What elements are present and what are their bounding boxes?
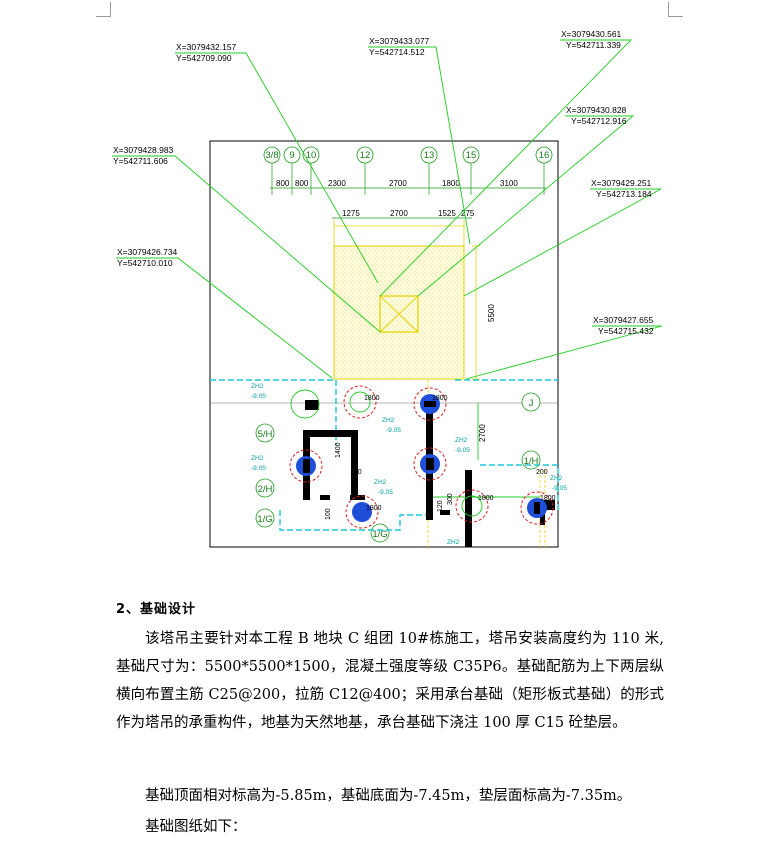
page-corner-mark-top-right [668, 2, 683, 17]
coordinate-y: Y=542709.090 [176, 53, 232, 63]
axis-label: 15 [466, 150, 477, 161]
pile: 1800 [345, 495, 382, 529]
dimension-vertical-2700: 2700 [478, 424, 487, 442]
pile-label: 1800 [478, 495, 494, 502]
pile-label: 1800 [432, 395, 448, 402]
paragraph-foundation-levels: 基础顶面相对标高为-5.85m，基础底面为-7.45m，垫层面标高为-7.35m… [145, 788, 632, 804]
dimension-text: 800 [295, 179, 309, 188]
coordinate-x: X=3079430.828 [566, 105, 627, 115]
coordinate-labels: X=3079432.157 Y=542709.090 X=3079433.077… [113, 29, 654, 336]
dimensions: 800 800 2300 2700 1800 3100 1275 2700 15… [276, 179, 518, 442]
coordinate-x: X=3079429.251 [591, 178, 652, 188]
dimension-text: 1275 [342, 209, 360, 218]
dimension-vertical: 5500 [487, 304, 496, 322]
dimension-text: 800 [276, 179, 290, 188]
tower-crane-base [379, 295, 419, 333]
pile [413, 387, 447, 421]
wall-label: 100 [350, 469, 362, 476]
axis-bubbles [255, 146, 553, 543]
zh-level: -9.05 [378, 489, 393, 496]
zh-label: ZH2 [455, 437, 468, 444]
coordinate-x: X=3079430.561 [561, 29, 622, 39]
zh-label: ZH2 [447, 539, 460, 546]
axis-label: 12 [360, 150, 371, 161]
zh-label: ZH2 [382, 417, 395, 424]
coordinate-leaders [112, 39, 663, 498]
pile [290, 389, 320, 419]
foundation-slab [333, 245, 465, 380]
dimension-text: 1525 [438, 209, 456, 218]
pile [289, 449, 323, 483]
wall-label: 120 [437, 500, 444, 512]
dimension-text: 2300 [328, 179, 346, 188]
axis-label: 2/H [258, 484, 273, 495]
coordinate-y: Y=542715.432 [598, 326, 654, 336]
pile-label: 1800 [364, 395, 380, 402]
coordinate-x: X=3079428.983 [113, 145, 174, 155]
zh-labels: ZH2 -9.05 ZH2 -9.05 ZH2 -9.05 ZH2 -9.05 … [251, 383, 567, 546]
zh-label: ZH2 [550, 475, 563, 482]
zh-label: ZH2 [251, 455, 264, 462]
dimension-text: 275 [461, 209, 475, 218]
coordinate-y: Y=542712.916 [571, 116, 627, 126]
paragraph-drawing-intro: 基础图纸如下： [145, 819, 247, 835]
axis-bubble-labels: 3/8 9 10 12 13 15 16 J 5/H 1/H 2/H 1/G 1… [257, 150, 549, 540]
section-heading: 2、基础设计 [116, 602, 197, 617]
axis-label: 1/H [524, 456, 539, 467]
axis-label: 9 [289, 150, 294, 161]
coordinate-y: Y=542713.184 [596, 189, 652, 199]
axis-label: 5/H [258, 429, 273, 440]
axis-label: 1/G [372, 529, 387, 540]
pile: 1800 [455, 489, 494, 523]
axis-label: J [529, 398, 534, 409]
zh-level: -9.05 [386, 427, 401, 434]
zh-level: -9.05 [251, 393, 266, 400]
wall-label: 1400 [335, 442, 342, 458]
axis-label: 16 [539, 150, 550, 161]
coordinate-x: X=3079426.734 [117, 247, 178, 257]
dimension-text: 1800 [442, 179, 460, 188]
wall-label: 100 [325, 508, 332, 520]
zh-level: -9.05 [455, 447, 470, 454]
dimension-text: 2700 [390, 209, 408, 218]
coordinate-x: X=3079427.655 [593, 315, 654, 325]
paragraph-foundation-description: 该塔吊主要针对本工程 B 地块 C 组团 10#栋施工，塔吊安装高度约为 110… [116, 631, 664, 731]
zh-level: -9.05 [251, 465, 266, 472]
axis-label: 10 [306, 150, 317, 161]
axis-grid [211, 163, 557, 404]
coordinate-y: Y=542714.512 [369, 47, 425, 57]
coordinate-y: Y=542710.010 [117, 258, 173, 268]
zh-label: ZH2 [374, 479, 387, 486]
pile [413, 447, 447, 481]
coordinate-x: X=3079433.077 [369, 36, 430, 46]
pile: 1800 [520, 491, 556, 525]
pile-label: 1800 [540, 495, 556, 502]
axis-label: 3/8 [265, 150, 278, 161]
pile-label: 1800 [366, 505, 382, 512]
zh-level: -9.05 [552, 485, 567, 492]
wall-label: 200 [536, 469, 548, 476]
zh-label: ZH2 [251, 383, 264, 390]
foundation-site-plan-drawing: 3/8 9 10 12 13 15 16 J 5/H 1/H 2/H 1/G 1… [112, 29, 663, 548]
page-corner-mark-top-left [96, 2, 111, 17]
pile: 1800 [343, 385, 380, 419]
axis-label: 13 [424, 150, 435, 161]
coordinate-x: X=3079432.157 [176, 42, 237, 52]
wall-label: 300 [447, 493, 454, 505]
wall-labels: 1400 100 100 120 200 300 [325, 442, 548, 520]
coordinate-y: Y=542711.606 [113, 156, 168, 166]
excavation-boundary [210, 379, 559, 531]
piles: 1800 1800 1800 [289, 385, 556, 529]
dimension-text: 2700 [389, 179, 407, 188]
dimension-text: 3100 [500, 179, 518, 188]
axis-label: 1/G [257, 514, 272, 525]
coordinate-y: Y=542711.339 [566, 40, 621, 50]
